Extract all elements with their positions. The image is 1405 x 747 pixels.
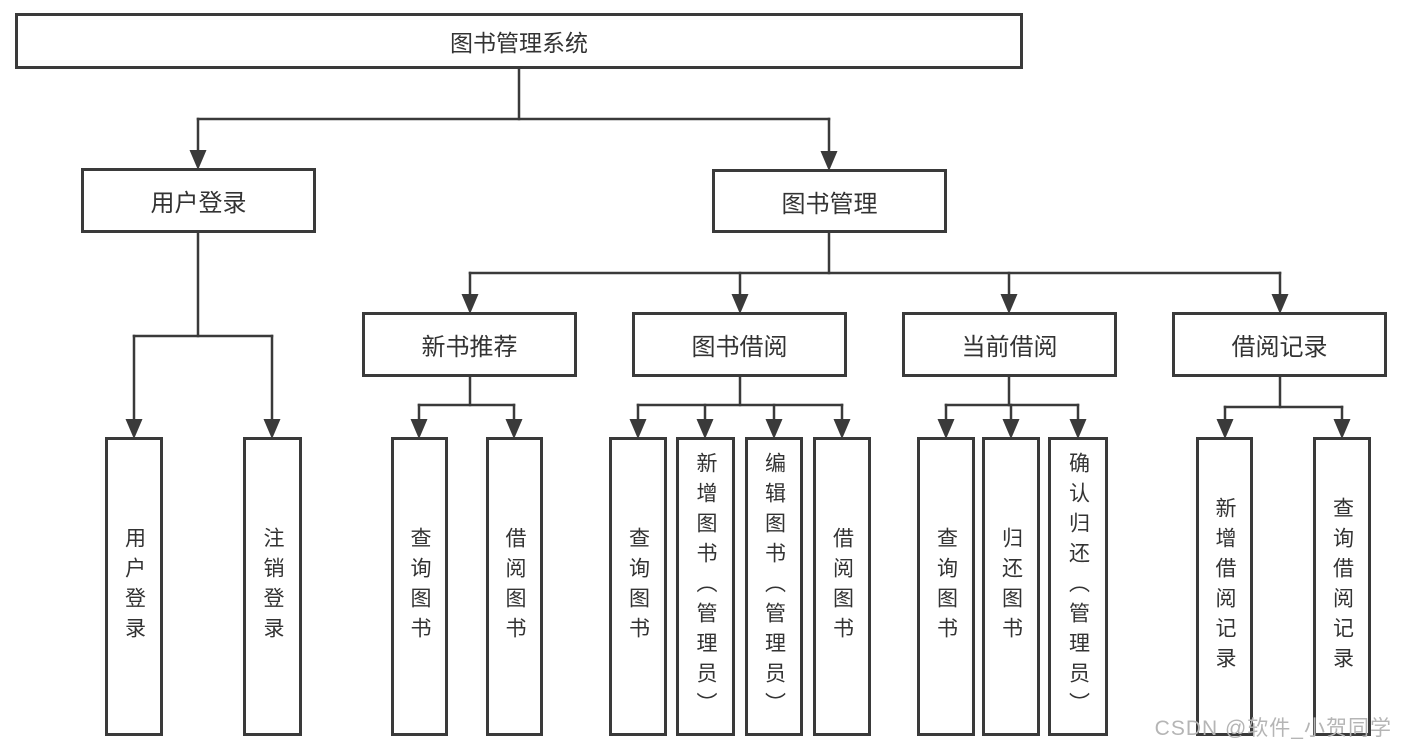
- leaf-current-query-books-label: 查询图书: [934, 526, 958, 647]
- leaf-user-login: 用户登录: [105, 437, 163, 736]
- node-user-login: 用户登录: [81, 168, 316, 233]
- leaf-edit-books-admin-label: 编辑图书（管理员）: [762, 451, 786, 722]
- csdn-watermark: CSDN @软件_小贺同学: [1154, 717, 1392, 740]
- node-book-borrowing: 图书借阅: [632, 312, 847, 377]
- leaf-borrow-borrow-books-label: 借阅图书: [830, 526, 854, 647]
- arrowheads: [125, 150, 1351, 439]
- node-current-borrowing: 当前借阅: [902, 312, 1117, 377]
- node-borrowing-records: 借阅记录: [1172, 312, 1387, 377]
- leaf-logout: 注销登录: [243, 437, 302, 736]
- leaf-rec-borrow-books: 借阅图书: [486, 437, 543, 736]
- leaf-user-login-label: 用户登录: [122, 526, 146, 647]
- leaf-add-books-admin-label: 新增图书（管理员）: [694, 451, 717, 722]
- leaf-borrow-query-books: 查询图书: [609, 437, 667, 736]
- leaf-return-books-label: 归还图书: [999, 526, 1023, 647]
- leaf-borrow-query-books-label: 查询图书: [626, 526, 650, 647]
- leaf-logout-label: 注销登录: [261, 526, 284, 647]
- leaf-add-borrow-record: 新增借阅记录: [1196, 437, 1253, 736]
- leaf-return-books: 归还图书: [982, 437, 1040, 736]
- leaf-query-borrow-record: 查询借阅记录: [1313, 437, 1371, 736]
- leaf-borrow-borrow-books: 借阅图书: [813, 437, 871, 736]
- leaf-confirm-return-admin-label: 确认归还（管理员）: [1066, 451, 1090, 722]
- node-library-system: 图书管理系统: [15, 13, 1023, 69]
- node-new-book-recommendation: 新书推荐: [362, 312, 577, 377]
- leaf-query-borrow-record-label: 查询借阅记录: [1330, 496, 1354, 677]
- leaf-add-books-admin: 新增图书（管理员）: [676, 437, 735, 736]
- leaf-current-query-books: 查询图书: [917, 437, 975, 736]
- leaf-add-borrow-record-label: 新增借阅记录: [1213, 496, 1236, 677]
- leaf-rec-borrow-books-label: 借阅图书: [503, 526, 526, 647]
- leaf-confirm-return-admin: 确认归还（管理员）: [1048, 437, 1108, 736]
- leaf-rec-query-books-label: 查询图书: [408, 526, 431, 647]
- node-book-management: 图书管理: [712, 169, 947, 233]
- leaf-rec-query-books: 查询图书: [391, 437, 448, 736]
- leaf-edit-books-admin: 编辑图书（管理员）: [745, 437, 803, 736]
